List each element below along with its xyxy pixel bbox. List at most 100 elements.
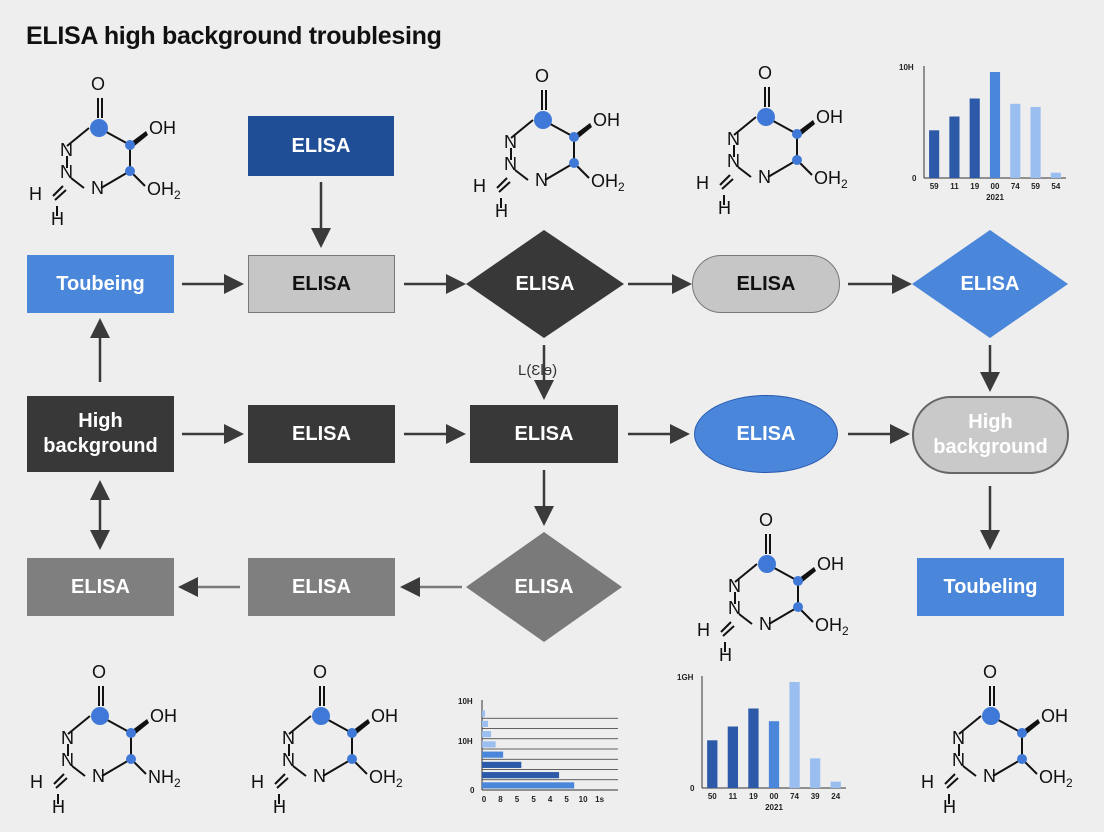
- svg-text:O: O: [758, 63, 772, 83]
- svg-text:OH: OH: [371, 706, 398, 726]
- bar-5: [810, 758, 821, 788]
- bar-2: [969, 98, 980, 178]
- x-tick-6: 10: [579, 795, 588, 804]
- node-top-elisa[interactable]: ELISA: [248, 116, 394, 176]
- bar-0: [929, 130, 940, 178]
- x-tick-3: 5: [531, 795, 536, 804]
- bar-6: [830, 781, 841, 788]
- atom-node: [125, 166, 135, 176]
- y-tick-top: 10H: [899, 63, 914, 72]
- svg-text:H: H: [30, 772, 43, 792]
- svg-text:H: H: [51, 209, 64, 229]
- y-tick-zero: 0: [912, 174, 917, 183]
- node-r2-box2[interactable]: ELISA: [470, 405, 618, 463]
- svg-text:N: N: [92, 766, 105, 786]
- svg-text:OH: OH: [816, 107, 843, 127]
- svg-text:N: N: [727, 129, 740, 149]
- y-tick-zero: 0: [470, 786, 475, 795]
- svg-text:OH2: OH2: [814, 168, 848, 191]
- x-tick-4: 4: [548, 795, 553, 804]
- atom-node: [126, 728, 136, 738]
- atom-node: [1017, 728, 1027, 738]
- svg-text:OH: OH: [149, 118, 176, 138]
- atom-node: [793, 602, 803, 612]
- atom-node: [125, 140, 135, 150]
- atom-node-large: [312, 707, 330, 725]
- x-tick-4: 74: [1011, 182, 1020, 191]
- atom-node: [347, 728, 357, 738]
- svg-text:N: N: [728, 598, 741, 618]
- y-tick-zero: 0: [690, 784, 695, 793]
- node-r1-diamond[interactable]: ELISA: [515, 272, 575, 295]
- svg-text:N: N: [282, 728, 295, 748]
- svg-text:O: O: [91, 74, 105, 94]
- node-r3-box-left[interactable]: ELISA: [27, 558, 174, 616]
- svg-text:N: N: [313, 766, 326, 786]
- svg-text:OH: OH: [1041, 706, 1068, 726]
- svg-text:OH: OH: [593, 110, 620, 130]
- x-tick-2: 19: [749, 792, 758, 801]
- y-tick-top: 10H: [458, 697, 473, 706]
- svg-text:N: N: [759, 614, 772, 634]
- page-title: ELISA high background troublesing: [26, 22, 442, 50]
- node-r3-diamond[interactable]: ELISA: [514, 575, 574, 598]
- atom-node: [569, 158, 579, 168]
- node-toubeling[interactable]: Toubeling: [917, 558, 1064, 616]
- svg-text:N: N: [758, 167, 771, 187]
- svg-text:OH2: OH2: [147, 179, 181, 202]
- bar-1: [482, 720, 489, 727]
- node-r1-pill[interactable]: ELISA: [692, 255, 840, 313]
- bar-5: [482, 761, 522, 768]
- node-r3-box-mid[interactable]: ELISA: [248, 558, 395, 616]
- svg-text:H: H: [696, 173, 709, 193]
- svg-text:N: N: [60, 162, 73, 182]
- x-tick-5: 39: [811, 792, 820, 801]
- svg-text:H: H: [473, 176, 486, 196]
- bar-3: [482, 741, 496, 748]
- x-label: 2021: [986, 193, 1004, 202]
- svg-text:N: N: [727, 151, 740, 171]
- bar-4: [482, 751, 504, 758]
- x-tick-0: 50: [708, 792, 717, 801]
- node-r1-diamond-blue[interactable]: ELISA: [960, 272, 1020, 295]
- bar-5: [1030, 106, 1041, 178]
- svg-text:O: O: [92, 662, 106, 682]
- svg-text:N: N: [504, 132, 517, 152]
- x-tick-3: 00: [770, 792, 779, 801]
- node-r1-box[interactable]: ELISA: [248, 255, 395, 313]
- node-high-background-left[interactable]: High background: [27, 396, 174, 472]
- svg-text:O: O: [759, 510, 773, 530]
- node-r2-oval[interactable]: ELISA: [694, 395, 838, 473]
- x-label: 2021: [765, 803, 783, 812]
- atom-node: [793, 576, 803, 586]
- node-high-background-right[interactable]: High background: [912, 396, 1069, 474]
- svg-text:N: N: [983, 766, 996, 786]
- svg-text:NH2: NH2: [148, 767, 181, 790]
- bar-7: [482, 782, 575, 789]
- svg-text:H: H: [921, 772, 934, 792]
- svg-text:OH2: OH2: [369, 767, 403, 790]
- svg-text:N: N: [535, 170, 548, 190]
- svg-text:H: H: [697, 620, 710, 640]
- node-toubeing[interactable]: Toubeing: [27, 255, 174, 313]
- bar-0: [482, 710, 486, 717]
- x-tick-2: 5: [515, 795, 520, 804]
- x-tick-5: 59: [1031, 182, 1040, 191]
- bar-4: [789, 682, 800, 788]
- svg-text:H: H: [29, 184, 42, 204]
- svg-text:N: N: [60, 140, 73, 160]
- x-tick-6: 24: [831, 792, 840, 801]
- node-r2-box1[interactable]: ELISA: [248, 405, 395, 463]
- x-tick-0: 0: [482, 795, 487, 804]
- svg-text:N: N: [952, 728, 965, 748]
- svg-text:H: H: [52, 797, 65, 817]
